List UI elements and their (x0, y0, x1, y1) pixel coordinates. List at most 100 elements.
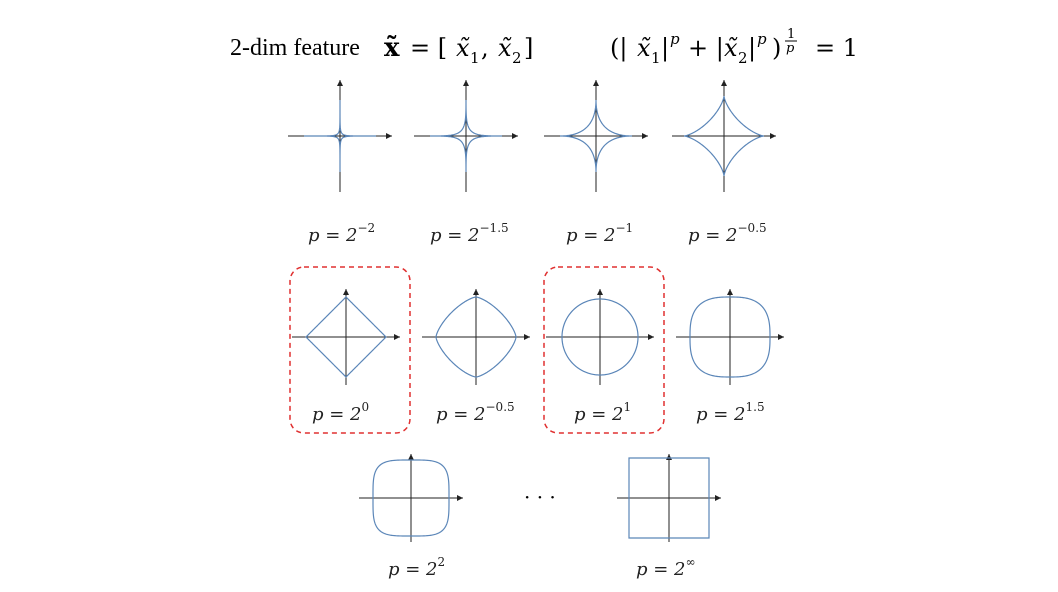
axes (422, 289, 530, 385)
unit-ball-curve (628, 457, 710, 539)
x-axis-arrow (394, 334, 400, 340)
unit-ball-curve (689, 296, 771, 378)
x-axis-arrow (778, 334, 784, 340)
y-axis-arrow (666, 454, 672, 460)
unit-ball-curve (372, 459, 450, 537)
panel-label: p = 22 (388, 555, 445, 580)
panel-label: p = 20 (312, 400, 369, 425)
x-axis-arrow (457, 495, 463, 501)
x-axis-arrow (512, 133, 518, 139)
axes (414, 80, 518, 192)
unit-ball-curve (435, 296, 517, 378)
norm-open: (| (610, 34, 627, 63)
y-axis-arrow (727, 289, 733, 295)
axes (292, 289, 400, 385)
label-exponent: 2 (438, 555, 446, 569)
label-base: p = 2 (388, 559, 438, 580)
axes (676, 289, 784, 385)
x-axis-arrow (642, 133, 648, 139)
panel-label: p = 2−0.5 (688, 221, 767, 246)
label-base: p = 2 (636, 559, 686, 580)
panel-p-2-0.5: p = 2−0.5 (422, 289, 530, 425)
label-exponent: 0 (362, 400, 370, 414)
vector-x1: x̃ (456, 34, 470, 62)
norm-x2-sub: 2 (738, 49, 748, 67)
vector-comma: , (481, 34, 489, 62)
label-base: p = 2 (308, 225, 358, 246)
panel-p-2-neg1.5: p = 2−1.5 (414, 80, 518, 246)
norm-rhs: = 1 (815, 34, 858, 62)
vector-close: ] (524, 34, 533, 62)
label-exponent: ∞ (686, 555, 696, 569)
panel-p-2-0: p = 20 (289, 266, 411, 434)
norm-plus: + | (688, 34, 724, 63)
norm-close: ) (772, 34, 781, 62)
panel-p-2-1.5: p = 21.5 (676, 289, 784, 425)
label-base: p = 2 (436, 404, 486, 425)
unit-ball-curve (683, 95, 765, 177)
vector-x1-sub: 1 (470, 49, 480, 67)
y-axis-arrow (593, 80, 599, 86)
highlight-box (289, 266, 411, 434)
y-axis-arrow (463, 80, 469, 86)
panel-label: p = 2−0.5 (436, 400, 515, 425)
header: 2-dim feature x̃ = [ x̃ 1 , x̃ 2 ] (| x̃… (230, 27, 858, 67)
vector-x2-sub: 2 (512, 49, 522, 67)
label-base: p = 2 (566, 225, 616, 246)
x-axis-arrow (524, 334, 530, 340)
axes (359, 454, 463, 542)
unit-ball-curve (560, 100, 632, 172)
y-axis-arrow (337, 80, 343, 86)
x-axis-arrow (770, 133, 776, 139)
label-exponent: −1 (616, 221, 634, 235)
label-exponent: 1 (624, 400, 632, 414)
label-exponent: −2 (358, 221, 376, 235)
axes (546, 289, 654, 385)
feature-label: 2-dim feature (230, 35, 360, 61)
panel-p-2-neg2: p = 2−2 (288, 80, 392, 246)
label-base: p = 2 (430, 225, 480, 246)
label-exponent: −0.5 (738, 221, 767, 235)
label-base: p = 2 (574, 404, 624, 425)
y-axis-arrow (408, 454, 414, 460)
ellipsis: · · · (524, 485, 556, 509)
x-axis-arrow (715, 495, 721, 501)
y-axis-arrow (343, 289, 349, 295)
norm-p2: p (757, 30, 767, 48)
norm-exp-numerator: 1 (787, 27, 795, 42)
unit-ball-curve (430, 100, 502, 172)
norm-x2: x̃ (724, 34, 738, 62)
panel-p-2-1: p = 21 (543, 266, 665, 434)
panel-label: p = 21 (574, 400, 631, 425)
axes (617, 454, 721, 542)
y-axis-arrow (473, 289, 479, 295)
panel-p-2-neg1: p = 2−1 (544, 80, 648, 246)
unit-ball-curve (304, 100, 376, 172)
label-exponent: −0.5 (486, 400, 515, 414)
panel-p-2-2: p = 22 (359, 454, 463, 580)
panel-label: p = 2∞ (636, 555, 696, 580)
label-base: p = 2 (688, 225, 738, 246)
vector-x2: x̃ (498, 34, 512, 62)
norm-x1: x̃ (637, 34, 651, 62)
y-axis-arrow (721, 80, 727, 86)
unit-ball-curve (561, 298, 639, 376)
panel-label: p = 2−1.5 (430, 221, 509, 246)
panel-label: p = 2−1 (566, 221, 633, 246)
unit-ball-curve (305, 296, 387, 378)
label-base: p = 2 (312, 404, 362, 425)
x-axis-arrow (648, 334, 654, 340)
label-exponent: 1.5 (746, 400, 765, 414)
axes (288, 80, 392, 192)
norm-bar2: | (748, 34, 756, 63)
norm-p1: p (670, 30, 680, 48)
panel-p-2-inf: p = 2∞ (617, 454, 721, 580)
panel-label: p = 21.5 (696, 400, 765, 425)
label-base: p = 2 (696, 404, 746, 425)
panel-label: p = 2−2 (308, 221, 375, 246)
y-axis-arrow (597, 289, 603, 295)
label-exponent: −1.5 (480, 221, 509, 235)
vector-equals-open: = [ (410, 34, 447, 62)
